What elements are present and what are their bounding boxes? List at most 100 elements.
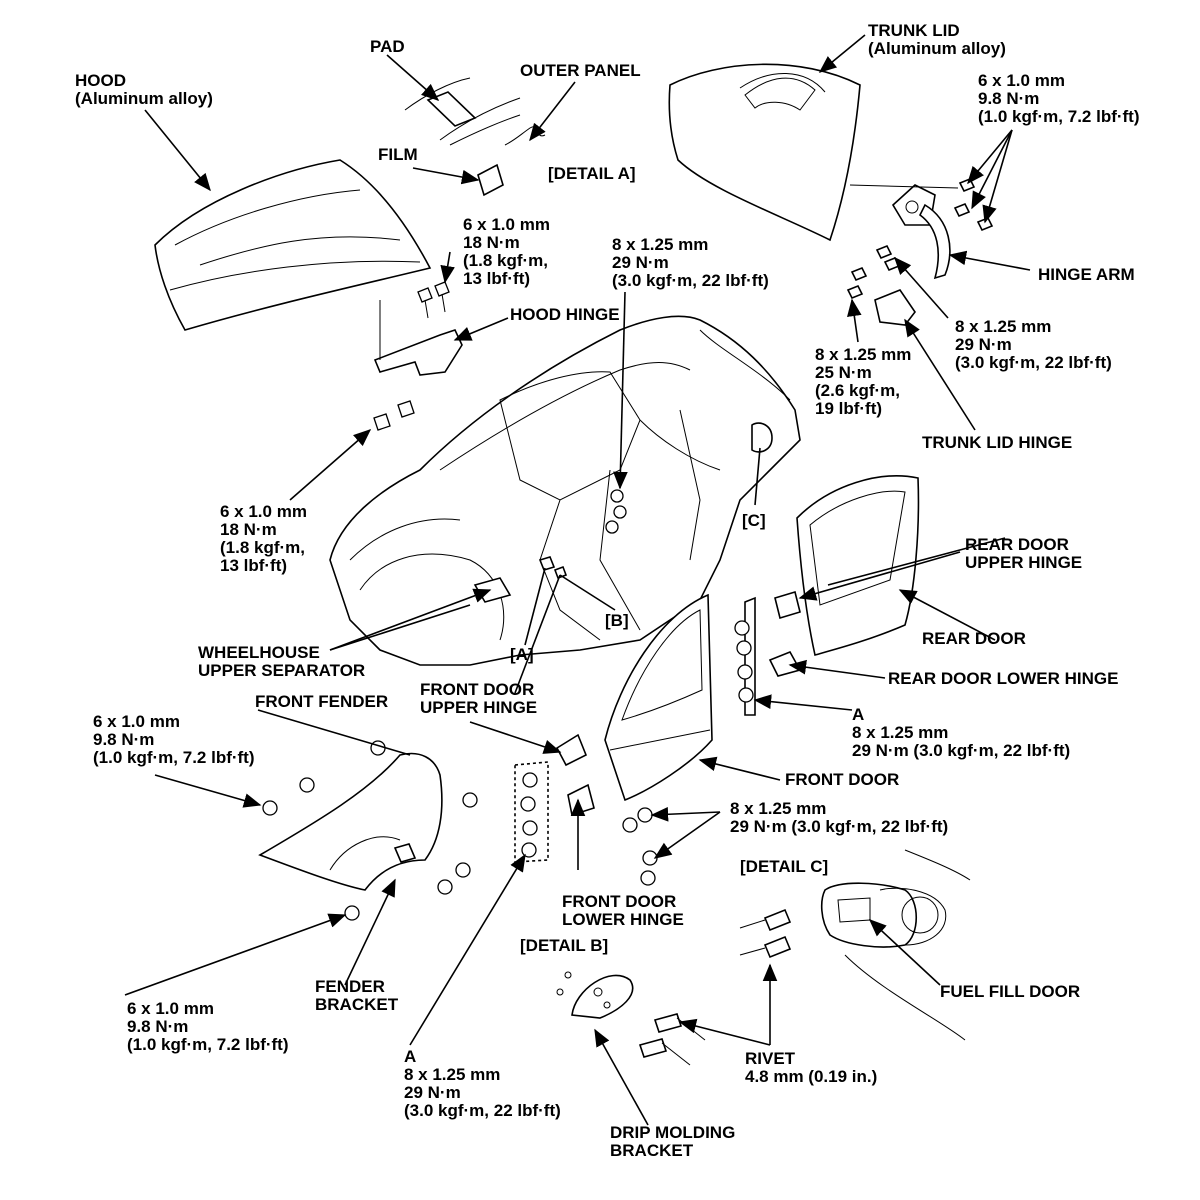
spec-line: 29 N·m xyxy=(955,335,1012,354)
spec-line: (1.0 kgf·m, 7.2 lbf·ft) xyxy=(978,107,1140,126)
spec-line: (1.8 kgf·m, xyxy=(463,251,549,270)
spec-line: 13 lbf·ft) xyxy=(463,269,531,288)
spec-line: 6 x 1.0 mm xyxy=(978,71,1065,90)
drip-molding-bracket-label: DRIP MOLDING BRACKET xyxy=(610,1124,735,1160)
spec-line: (1.0 kgf·m, 7.2 lbf·ft) xyxy=(127,1035,289,1054)
spec-line: 6 x 1.0 mm xyxy=(463,215,550,234)
label-line2: LOWER HINGE xyxy=(562,910,684,929)
front-a-bolt-spec: A 8 x 1.25 mm 29 N·m (3.0 kgf·m, 22 lbf·… xyxy=(404,1048,561,1120)
spec-line: 8 x 1.25 mm xyxy=(404,1065,501,1084)
fender-bracket-label: FENDER BRACKET xyxy=(315,978,398,1014)
spec-line: 6 x 1.0 mm xyxy=(220,502,307,521)
front-fender-panel xyxy=(258,740,478,921)
wheelhouse-upper-separator-label: WHEELHOUSE UPPER SEPARATOR xyxy=(198,644,365,680)
ref-c-label: [C] xyxy=(742,511,766,530)
film-label: FILM xyxy=(378,145,418,164)
spec-line: (2.6 kgf·m, xyxy=(815,381,901,400)
spec-line: (1.8 kgf·m, xyxy=(220,538,306,557)
trunk-lid-label-line2: (Aluminum alloy) xyxy=(868,39,1006,58)
label-line1: WHEELHOUSE xyxy=(198,643,320,662)
hinge-arm-label: HINGE ARM xyxy=(1038,265,1135,284)
trunk-hinge-assembly xyxy=(846,177,994,326)
fuel-fill-door-label: FUEL FILL DOOR xyxy=(940,982,1081,1001)
hood-hinge-bolts xyxy=(373,281,450,431)
spec-line: 8 x 1.25 mm xyxy=(612,235,709,254)
trunk-left-bolt-spec: 8 x 1.25 mm 25 N·m (2.6 kgf·m, 19 lbf·ft… xyxy=(815,346,911,418)
spec-line: 25 N·m xyxy=(815,363,872,382)
spec-line: 29 N·m xyxy=(404,1083,461,1102)
hood-label-line1: HOOD xyxy=(75,71,126,90)
hood-panel xyxy=(154,159,432,331)
spec-line: 19 lbf·ft) xyxy=(815,399,883,418)
spec-line: 9.8 N·m xyxy=(127,1017,189,1036)
hood-label: HOOD (Aluminum alloy) xyxy=(75,72,213,108)
label-line2: BRACKET xyxy=(315,995,399,1014)
detail-b-drip-bracket xyxy=(556,971,706,1066)
spec-line: 8 x 1.25 mm xyxy=(815,345,912,364)
front-door-label: FRONT DOOR xyxy=(785,770,900,789)
label-line1: FENDER xyxy=(315,977,385,996)
trunk-right-bolt-spec: 8 x 1.25 mm 29 N·m (3.0 kgf·m, 22 lbf·ft… xyxy=(955,318,1112,372)
spec-line: A xyxy=(404,1047,417,1066)
trunk-lid-label-line1: TRUNK LID xyxy=(868,21,960,40)
label-line1: FRONT DOOR xyxy=(420,680,535,699)
rear-door-panel xyxy=(744,475,920,716)
detail-b-label: [DETAIL B] xyxy=(520,936,609,955)
front-door-lower-hinge-label: FRONT DOOR LOWER HINGE xyxy=(562,893,684,929)
spec-line: 29 N·m xyxy=(612,253,669,272)
ref-a-label: [A] xyxy=(510,645,534,664)
rear-a-bolt-spec: A 8 x 1.25 mm 29 N·m (3.0 kgf·m, 22 lbf·… xyxy=(852,706,1070,760)
front-door-bolt-spec: 8 x 1.25 mm 29 N·m (3.0 kgf·m, 22 lbf·ft… xyxy=(730,800,948,836)
label-line1: FRONT DOOR xyxy=(562,892,677,911)
spec-line: 18 N·m xyxy=(220,520,277,539)
front-fender-label: FRONT FENDER xyxy=(255,692,389,711)
label-line2: UPPER HINGE xyxy=(965,553,1083,572)
rivet-label: RIVET 4.8 mm (0.19 in.) xyxy=(745,1050,877,1086)
hood-hinge-upper-spec: 6 x 1.0 mm 18 N·m (1.8 kgf·m, 13 lbf·ft) xyxy=(463,216,550,288)
detail-c-label: [DETAIL C] xyxy=(740,857,829,876)
trunk-lid-panel xyxy=(668,63,861,242)
rear-door-upper-hinge-label: REAR DOOR UPPER HINGE xyxy=(965,536,1082,572)
hood-hinge-label: HOOD HINGE xyxy=(510,305,620,324)
spec-line: 29 N·m (3.0 kgf·m, 22 lbf·ft) xyxy=(852,741,1071,760)
detail-c-fuel-door xyxy=(739,849,971,1041)
label-line2: BRACKET xyxy=(610,1141,694,1160)
spec-line: 9.8 N·m xyxy=(93,730,155,749)
spec-line: 8 x 1.25 mm xyxy=(955,317,1052,336)
label-line2: UPPER HINGE xyxy=(420,698,538,717)
spec-line: A xyxy=(852,705,865,724)
pad-label: PAD xyxy=(370,37,405,56)
spec-line: (3.0 kgf·m, 22 lbf·ft) xyxy=(404,1101,561,1120)
label-line1: REAR DOOR xyxy=(965,535,1069,554)
spec-line: 6 x 1.0 mm xyxy=(93,712,180,731)
hood-hinge-part xyxy=(373,300,463,376)
label-line1: RIVET xyxy=(745,1049,796,1068)
detail-a-hood-section xyxy=(404,77,546,197)
trunk-hinge-bolt-spec: 6 x 1.0 mm 9.8 N·m (1.0 kgf·m, 7.2 lbf·f… xyxy=(978,72,1140,126)
label-line1: DRIP MOLDING xyxy=(610,1123,736,1142)
front-door-upper-hinge-label: FRONT DOOR UPPER HINGE xyxy=(420,681,537,717)
hood-label-line2: (Aluminum alloy) xyxy=(75,89,213,108)
trunk-lid-hinge-label: TRUNK LID HINGE xyxy=(922,433,1073,452)
body-shell xyxy=(329,315,801,666)
detail-a-label: [DETAIL A] xyxy=(548,164,636,183)
spec-line: 6 x 1.0 mm xyxy=(127,999,214,1018)
spec-line: 13 lbf·ft) xyxy=(220,556,288,575)
rear-door-label: REAR DOOR xyxy=(922,629,1026,648)
trunk-lid-label: TRUNK LID (Aluminum alloy) xyxy=(868,22,1006,58)
fender-upper-bolt-spec: 6 x 1.0 mm 9.8 N·m (1.0 kgf·m, 7.2 lbf·f… xyxy=(93,713,255,767)
front-door-panel xyxy=(604,593,713,802)
rear-door-lower-hinge-label: REAR DOOR LOWER HINGE xyxy=(888,669,1119,688)
label-line2: UPPER SEPARATOR xyxy=(198,661,366,680)
spec-line: 8 x 1.25 mm xyxy=(852,723,949,742)
spec-line: (3.0 kgf·m, 22 lbf·ft) xyxy=(955,353,1112,372)
spec-line: (3.0 kgf·m, 22 lbf·ft) xyxy=(612,271,769,290)
spec-line: 18 N·m xyxy=(463,233,520,252)
spec-line: 9.8 N·m xyxy=(978,89,1040,108)
fender-lower-bolt-spec: 6 x 1.0 mm 9.8 N·m (1.0 kgf·m, 7.2 lbf·f… xyxy=(127,1000,289,1054)
spec-line: 8 x 1.25 mm xyxy=(730,799,827,818)
outer-panel-label: OUTER PANEL xyxy=(520,61,641,80)
label-line2: 4.8 mm (0.19 in.) xyxy=(745,1067,878,1086)
